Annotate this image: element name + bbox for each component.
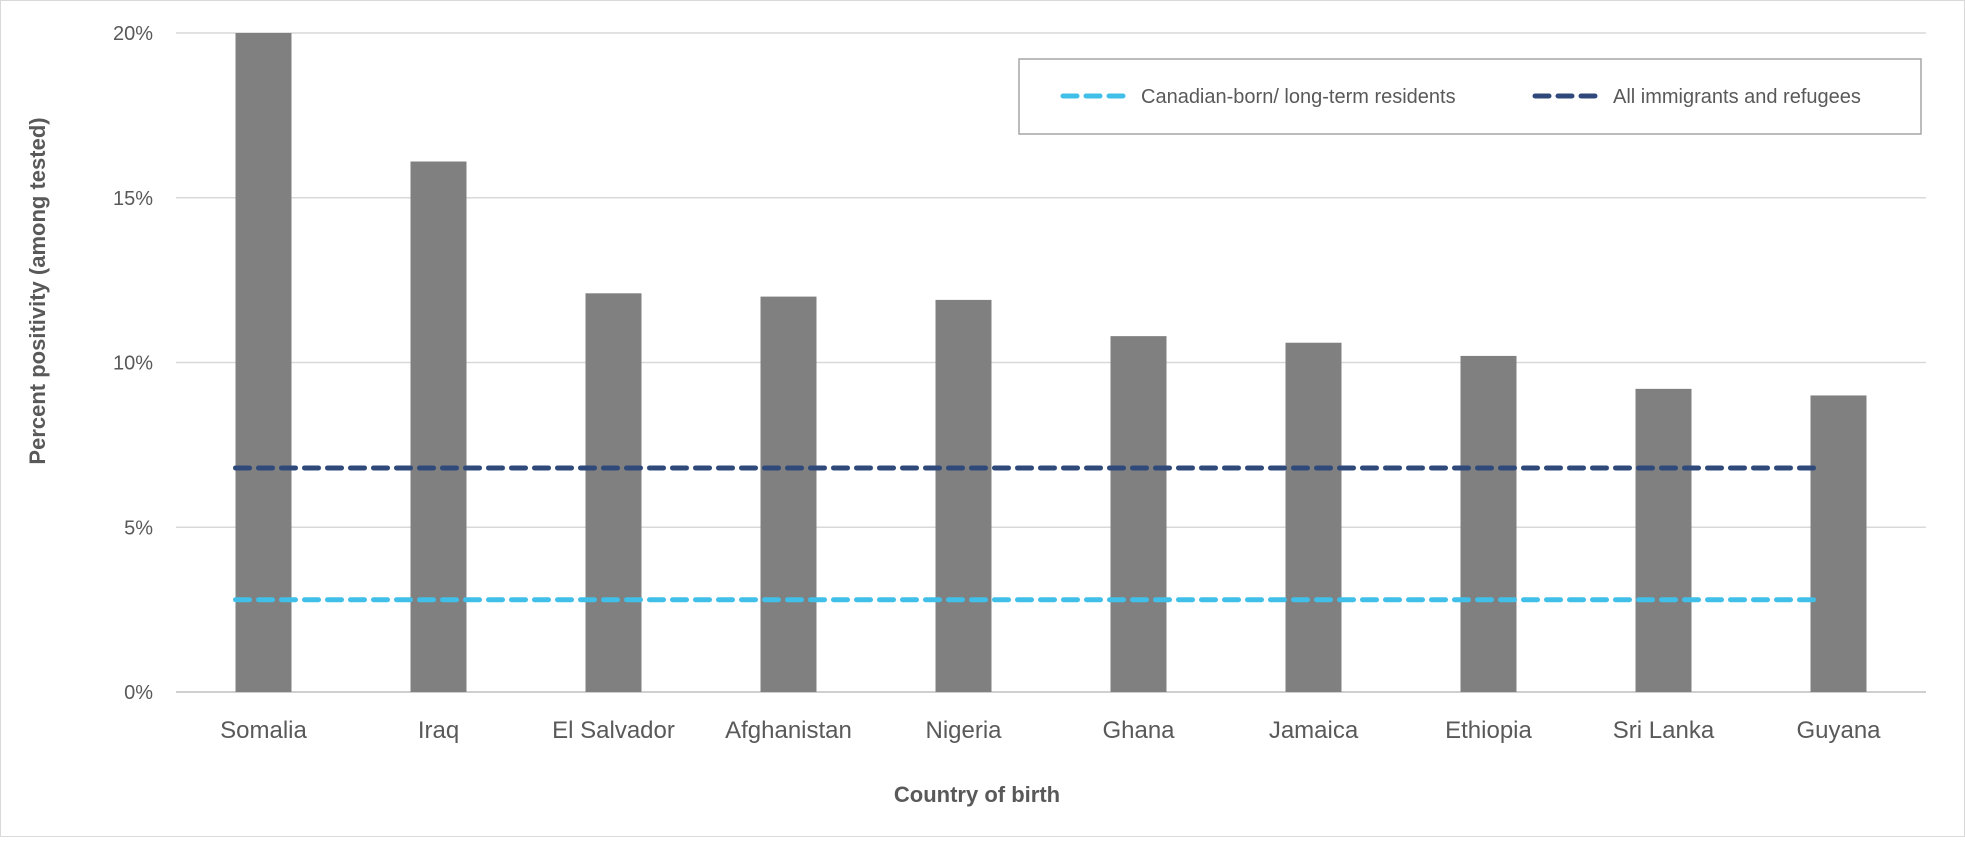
x-tick-label: Afghanistan: [725, 717, 852, 744]
y-tick-label: 10%: [113, 353, 153, 375]
x-tick-label: Iraq: [418, 717, 459, 744]
legend-box: [1018, 58, 1922, 135]
y-tick-label: 20%: [113, 23, 153, 45]
y-tick-label: 15%: [113, 188, 153, 210]
bar: [585, 293, 642, 692]
x-tick-label: Guyana: [1796, 717, 1881, 744]
x-tick-labels: Somalia Iraq El Salvador Afghanistan Nigeria…: [220, 717, 1881, 744]
y-tick-label: 5%: [124, 517, 153, 539]
bar: [760, 296, 817, 692]
bar: [935, 299, 992, 692]
bar: [1810, 395, 1867, 692]
y-axis-title: Percent positivity (among tested): [25, 117, 50, 464]
bars: [235, 33, 1867, 692]
legend: Canadian-born/ long-term residents All i…: [1018, 58, 1922, 135]
x-tick-label: Somalia: [220, 717, 307, 744]
bar: [410, 161, 467, 692]
bar: [1460, 355, 1517, 692]
bar: [1285, 342, 1342, 692]
reference-lines: [233, 465, 1825, 603]
bar: [1635, 388, 1692, 692]
y-tick-labels: 0% 5% 10% 15% 20%: [113, 23, 153, 704]
x-tick-label: Ethiopia: [1445, 717, 1532, 744]
x-tick-label: Ghana: [1102, 717, 1175, 744]
x-tick-label: Sri Lanka: [1613, 717, 1715, 744]
x-axis-title: Country of birth: [894, 782, 1060, 807]
legend-label-all-immigrants: All immigrants and refugees: [1613, 86, 1861, 108]
legend-label-canadian-born: Canadian-born/ long-term residents: [1141, 86, 1456, 108]
x-tick-label: Jamaica: [1269, 717, 1359, 744]
bar: [235, 33, 292, 692]
bar: [1110, 336, 1167, 692]
x-tick-label: Nigeria: [925, 717, 1002, 744]
gridlines: [176, 32, 1926, 693]
y-tick-label: 0%: [124, 682, 153, 704]
x-tick-label: El Salvador: [552, 717, 675, 744]
